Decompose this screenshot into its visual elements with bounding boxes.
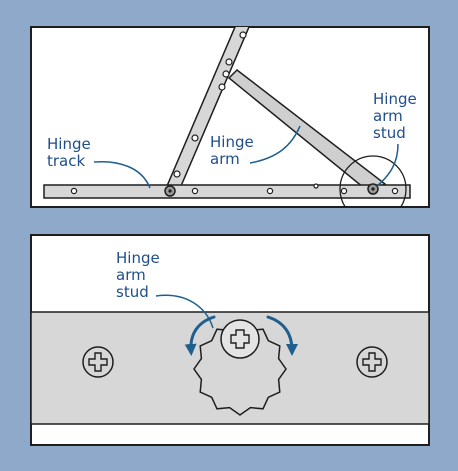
label-hinge-arm: Hinge arm bbox=[210, 133, 259, 168]
hinge-track-leader bbox=[93, 160, 151, 189]
sash-arm-holes bbox=[173, 31, 247, 178]
hinge-arm-leader bbox=[249, 125, 301, 164]
hinge-arm-stud-leader bbox=[376, 143, 399, 187]
label-hinge-arm-stud-bottom: Hinge arm stud bbox=[116, 249, 165, 301]
stud-head bbox=[220, 319, 260, 359]
label-hinge-track: Hinge track bbox=[47, 135, 96, 170]
bottom-panel: Hinge arm stud bbox=[30, 234, 430, 446]
hinge-track-holes bbox=[70, 183, 399, 195]
hinge-arm-stud-leader-bottom bbox=[155, 294, 214, 329]
hinge-arm-link bbox=[227, 69, 387, 193]
label-hinge-arm-stud-top: Hinge arm stud bbox=[373, 90, 422, 142]
phillips-screw-icon bbox=[356, 346, 388, 378]
zoom-circle bbox=[339, 155, 407, 207]
phillips-screw-icon bbox=[82, 346, 114, 378]
rotation-arrows-icon bbox=[184, 315, 298, 356]
top-panel: Hinge track Hinge arm Hinge arm stud bbox=[30, 26, 430, 208]
phillips-screw-icon bbox=[230, 329, 250, 349]
knurled-stud bbox=[193, 322, 287, 416]
hinge-track bbox=[43, 184, 411, 199]
